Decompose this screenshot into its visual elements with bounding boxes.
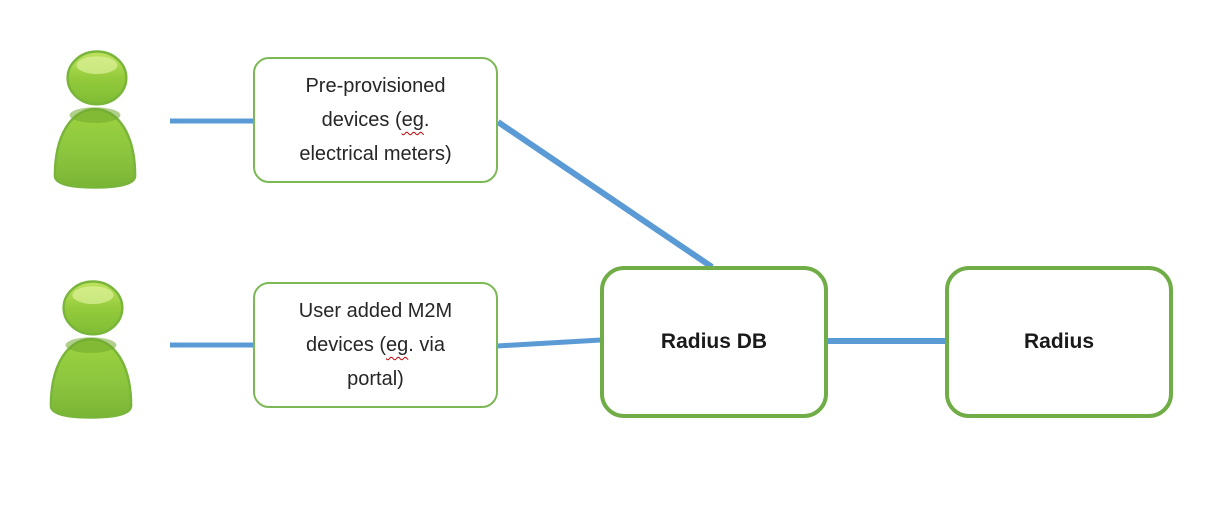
node-text-line: devices (eg. [322, 103, 430, 137]
person-head-gloss [72, 286, 114, 304]
node-text-line: Pre-provisioned [305, 75, 446, 97]
node-radius: Radius [945, 266, 1173, 418]
connector-preprovisioned-to-radiusdb [496, 119, 714, 270]
node-label: Radius DB [660, 330, 768, 353]
person-head-gloss [76, 56, 118, 74]
node-text-segment: . [423, 109, 430, 131]
misspelled-word: eg [401, 109, 424, 131]
person-icon [53, 50, 137, 189]
person-neck-shadow [65, 337, 117, 353]
node-label: Radius [1023, 330, 1094, 353]
node-text-line: portal) [347, 368, 404, 390]
misspelled-word: eg [386, 334, 409, 356]
node-radius-db: Radius DB [600, 266, 828, 418]
node-text-line: devices (eg. via [306, 328, 445, 362]
connector-useradded-to-radiusdb [496, 337, 602, 349]
person-icon [49, 280, 133, 419]
person-neck-shadow [69, 107, 121, 123]
node-text-segment: . via [408, 334, 445, 356]
node-user-added-m2m-devices: User added M2M devices (eg. via portal) [253, 282, 498, 408]
node-text-line: User added M2M [298, 300, 453, 322]
node-text-segment: devices ( [306, 334, 387, 356]
node-pre-provisioned-devices: Pre-provisioned devices (eg. electrical … [253, 57, 498, 183]
node-text-segment: devices ( [321, 109, 402, 131]
node-text-line: electrical meters) [299, 143, 452, 165]
